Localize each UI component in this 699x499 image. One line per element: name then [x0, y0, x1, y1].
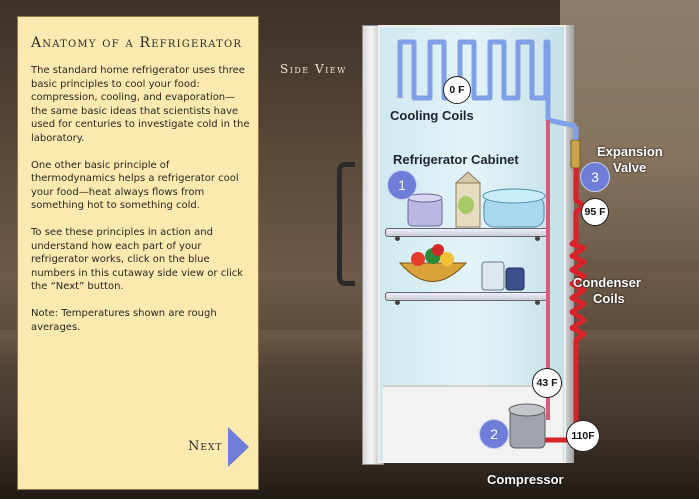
- side-view-label: Side View: [280, 62, 347, 76]
- temp-badge-return: 43 F: [532, 368, 562, 398]
- expansion-valve-label-line2: Valve: [613, 160, 647, 175]
- paragraph-intro: The standard home refrigerator uses thre…: [31, 65, 250, 144]
- fridge-handle: [337, 162, 355, 286]
- jar-1: [481, 261, 505, 291]
- condenser-coils-pipe: [569, 168, 587, 430]
- compressor-label: Compressor: [487, 472, 564, 487]
- cooling-coils-pipe: [397, 39, 577, 129]
- condenser-coils-label-line1: Condenser: [573, 275, 641, 290]
- paragraph-thermodynamics: One other basic principle of thermodynam…: [31, 159, 239, 212]
- next-button[interactable]: Next: [188, 427, 250, 467]
- paragraph-instructions: To see these principles in action and un…: [31, 226, 244, 293]
- shelf-foot: [535, 300, 540, 305]
- panel-text: The standard home refrigerator uses thre…: [31, 64, 251, 347]
- panel-title: Anatomy of a Refrigerator: [31, 35, 243, 51]
- hotspot-cabinet-button[interactable]: 1: [387, 170, 417, 200]
- fruit-bowl: [398, 262, 468, 282]
- cabinet-label: Refrigerator Cabinet: [393, 152, 519, 167]
- compressor-top: [508, 403, 546, 417]
- shelf-foot: [395, 236, 400, 241]
- shelf-foot: [395, 300, 400, 305]
- temp-badge-condenser-top: 95 F: [581, 198, 609, 226]
- shelf-foot: [535, 236, 540, 241]
- jar-2: [505, 267, 525, 291]
- paragraph-note: Note: Temperatures shown are rough avera…: [31, 307, 217, 333]
- next-arrow-icon: [228, 427, 249, 467]
- temp-badge-cooling-coils: 0 F: [443, 76, 471, 104]
- expansion-valve-label-line1: Expansion: [597, 144, 663, 159]
- expansion-valve-body: [570, 139, 581, 169]
- cooling-coils-label: Cooling Coils: [390, 108, 474, 123]
- condenser-coils-label-line2: Coils: [593, 291, 625, 306]
- info-panel: Anatomy of a Refrigerator The standard h…: [17, 16, 259, 490]
- hotspot-expansion-valve-button[interactable]: 3: [580, 162, 610, 192]
- temp-badge-compressor-out: 110F: [566, 420, 600, 452]
- hotspot-compressor-button[interactable]: 2: [479, 419, 509, 449]
- next-label: Next: [188, 439, 223, 454]
